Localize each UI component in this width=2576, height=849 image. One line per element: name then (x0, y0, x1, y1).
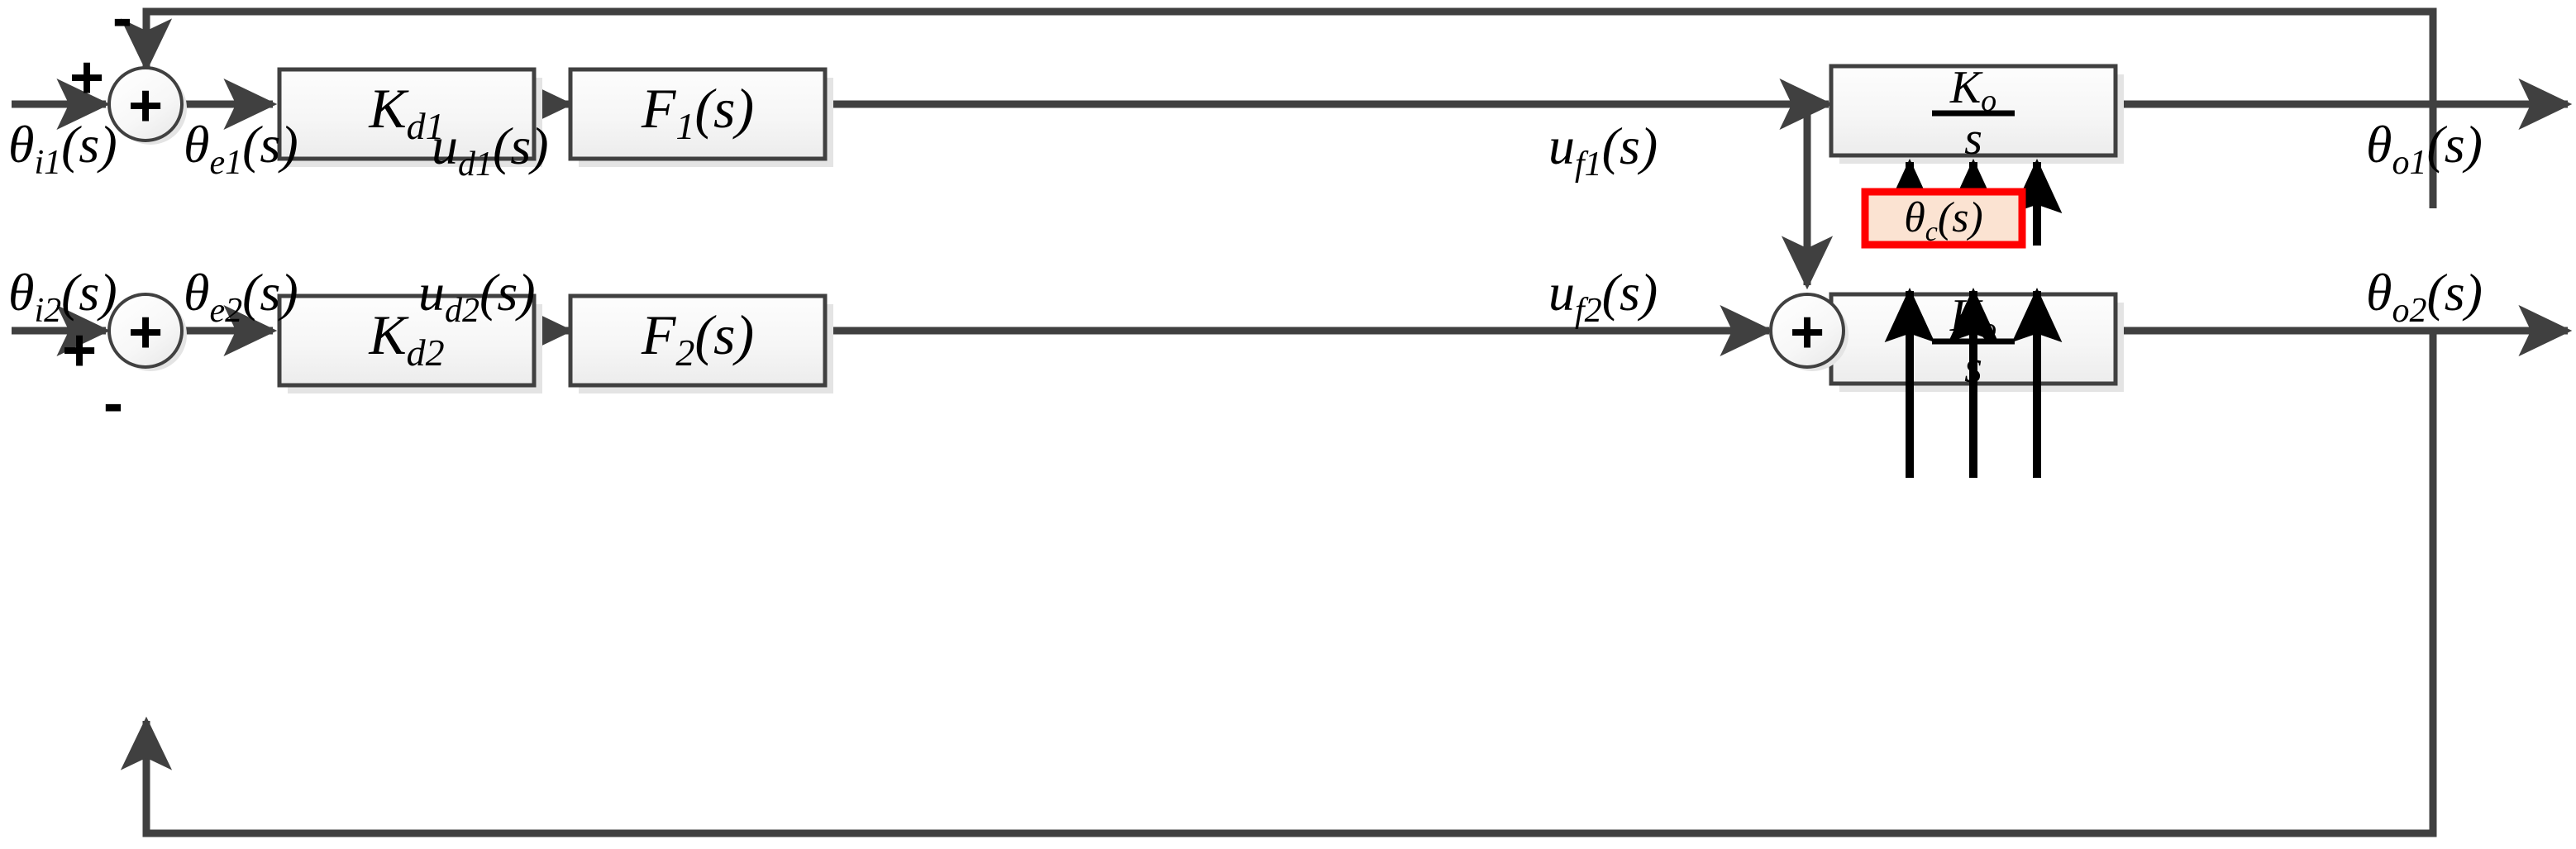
sum2-symbol: + (128, 299, 163, 365)
sum2-body (107, 293, 184, 369)
block-f1-label: F1(s) (641, 77, 754, 147)
sign-sum2-plus: + (62, 317, 97, 384)
feedback-path-top (120, 7, 2437, 208)
label-theta-i2: θi2(s) (8, 263, 117, 330)
sum3-body (1769, 293, 1845, 369)
block-theta-c[interactable]: θc(s) (1861, 188, 2026, 249)
feedback-path-bottom (120, 331, 2437, 837)
sign-sum1-minus: - (112, 0, 132, 51)
label-u-d2: ud2(s) (418, 263, 536, 330)
feedback-line-top (120, 7, 2437, 208)
block-f1-body (568, 67, 828, 161)
block-kd1[interactable]: Kd1 (277, 67, 542, 167)
summing-junction-sum1[interactable]: + (107, 66, 187, 145)
block-f1[interactable]: F1(s) (568, 67, 833, 167)
block-kd2[interactable]: Kd2 (277, 293, 542, 393)
label-theta-e2: θe2(s) (184, 263, 298, 330)
feedback-line-bottom (120, 331, 2437, 837)
sign-sum2-minus: - (103, 370, 123, 436)
coupling-arrows-down (1884, 288, 2063, 478)
sum1-body (107, 66, 184, 142)
block-ko-top-numerator: Ko (1949, 62, 1996, 118)
sum1-symbol: + (128, 73, 163, 139)
label-theta-o2: θo2(s) (2366, 263, 2483, 330)
block-ko-top[interactable]: Ko s (1829, 62, 2124, 165)
summing-junction-sum3[interactable]: + (1769, 293, 1849, 371)
block-f2-label: F2(s) (641, 303, 754, 374)
sign-markers: + - + - (62, 0, 132, 436)
sign-sum1-plus: + (69, 45, 104, 111)
block-f2-body (568, 293, 828, 388)
block-ko-top-denominator: s (1964, 113, 1982, 165)
block-kd1-body (277, 67, 537, 161)
label-theta-o1: θo1(s) (2366, 115, 2483, 182)
label-theta-i1: θi1(s) (8, 115, 117, 182)
label-u-f2: uf2(s) (1548, 263, 1658, 330)
block-theta-c-label: θc(s) (1904, 194, 1983, 247)
label-u-f1: uf1(s) (1548, 117, 1658, 184)
summing-junction-sum2[interactable]: + (107, 293, 187, 371)
block-kd2-label: Kd2 (368, 303, 444, 374)
block-theta-c-body (1861, 188, 2026, 249)
label-theta-e1: θe1(s) (184, 115, 298, 182)
block-kd2-body (277, 293, 537, 388)
block-kd1-label: Kd1 (368, 77, 444, 147)
label-u-d1: ud1(s) (432, 117, 549, 184)
block-f2[interactable]: F2(s) (568, 293, 833, 393)
sum3-symbol: + (1790, 299, 1825, 365)
signal-labels: θi1(s) θe1(s) ud1(s) uf1(s) θo1(s) θi2(s… (8, 115, 2483, 330)
